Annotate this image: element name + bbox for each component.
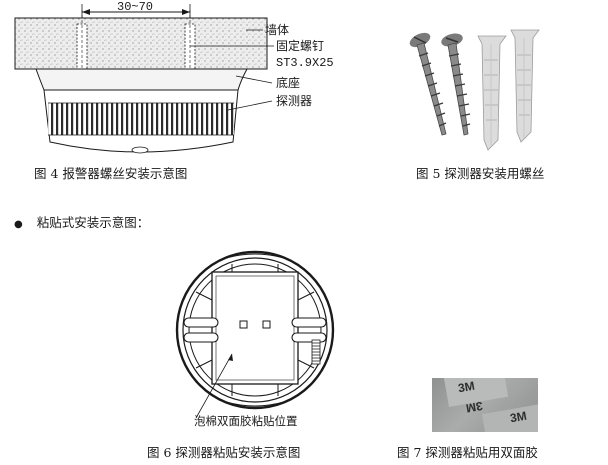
dimension-arrow-left (82, 9, 90, 15)
figure-6-caption: 图 6 探测器粘贴安装示意图 (147, 445, 301, 460)
tape-logo: 3M (464, 398, 484, 416)
figure-5-caption: 图 5 探测器安装用螺丝 (416, 166, 545, 181)
leader-adhesive (195, 353, 233, 419)
mounting-slot-right (291, 317, 327, 328)
dimension-label: 30~70 (117, 0, 154, 14)
bullet-icon: ● (14, 219, 23, 230)
section-heading: ● 粘贴式安装示意图： (14, 212, 149, 231)
leader-detector (227, 100, 273, 111)
center-square (211, 271, 299, 385)
figure-4-drawing (14, 4, 274, 154)
screw-icon (441, 33, 471, 136)
figure-4-caption: 图 4 报警器螺丝安装示意图 (34, 166, 188, 181)
label-adhesive-position: 泡棉双面胶粘贴位置 (194, 414, 298, 428)
section-heading-text: 粘贴式安装示意图： (36, 215, 150, 230)
detector-vent-band (48, 103, 234, 135)
detector-indicator (131, 146, 149, 154)
figure-7-caption: 图 7 探测器粘贴用双面胶 (397, 445, 538, 460)
figure-5-drawing (409, 29, 540, 151)
dimension-arrow-right (182, 9, 190, 15)
wall-plug-icon (477, 35, 507, 151)
tape-logo: 3M (508, 408, 528, 426)
label-screw-spec: ST3.9X25 (276, 56, 334, 70)
wall-block (14, 17, 268, 70)
label-screw: 固定螺钉 (276, 39, 325, 53)
label-base: 底座 (276, 76, 301, 90)
mounting-slot-left (183, 317, 219, 328)
label-detector: 探测器 (276, 94, 313, 108)
tape-logo: 3M (456, 378, 476, 396)
leader-base (235, 75, 273, 84)
label-wall: 墙体 (265, 23, 290, 37)
wall-plug-icon (510, 29, 540, 143)
tape-photo: 3M 3M 3M (432, 378, 538, 432)
screw-icon (409, 32, 447, 136)
base-grille (311, 339, 321, 365)
